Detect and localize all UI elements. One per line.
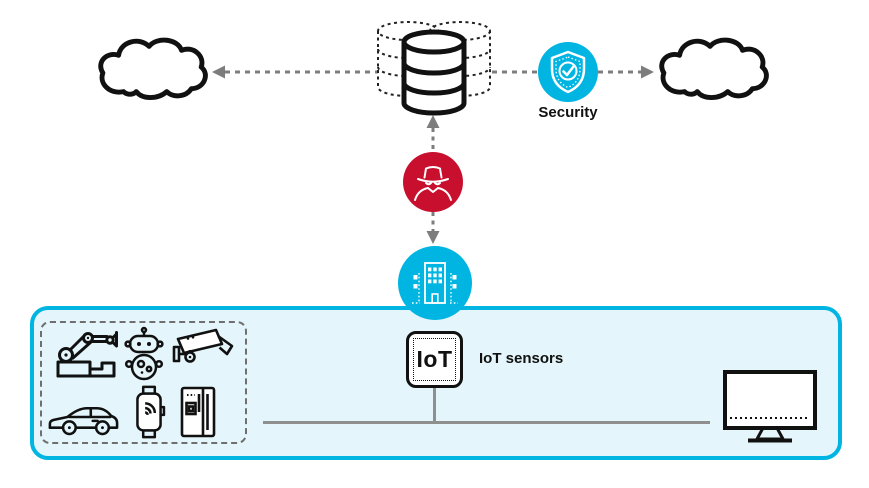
connector-attacker-to-building-arrow <box>426 212 440 244</box>
building-node <box>398 246 472 320</box>
attacker-node <box>403 152 463 212</box>
connector-attacker-to-db-arrow <box>426 115 440 154</box>
iot-sensors-label: IoT sensors <box>479 350 564 367</box>
building-icon <box>412 262 458 304</box>
device-bus-line <box>263 421 710 424</box>
robot-arm-icon <box>56 331 118 378</box>
iot-chip-label: IoT <box>416 346 453 372</box>
connector-db-to-left-cloud-arrow <box>212 65 378 79</box>
cloud-left-icon <box>98 37 208 100</box>
smartwatch-icon <box>136 385 166 439</box>
cloud-right-icon <box>659 37 769 100</box>
device-group-box <box>40 321 247 444</box>
hacker-icon <box>414 166 452 201</box>
refrigerator-icon <box>180 386 216 438</box>
connector-db-to-security-dashed <box>492 70 540 74</box>
shield-check-icon <box>550 50 586 94</box>
cctv-camera-icon <box>172 328 234 363</box>
iot-bus-drop-line <box>433 388 436 422</box>
monitor-icon <box>723 370 817 443</box>
security-node <box>538 42 598 102</box>
robot-icon <box>124 326 164 381</box>
connector-security-to-right-cloud-arrow <box>598 65 654 79</box>
iot-chip-icon <box>413 338 456 381</box>
car-icon <box>48 406 119 436</box>
iot-gateway: IoT <box>406 331 463 388</box>
security-label: Security <box>538 104 598 121</box>
database-icon <box>377 21 491 116</box>
